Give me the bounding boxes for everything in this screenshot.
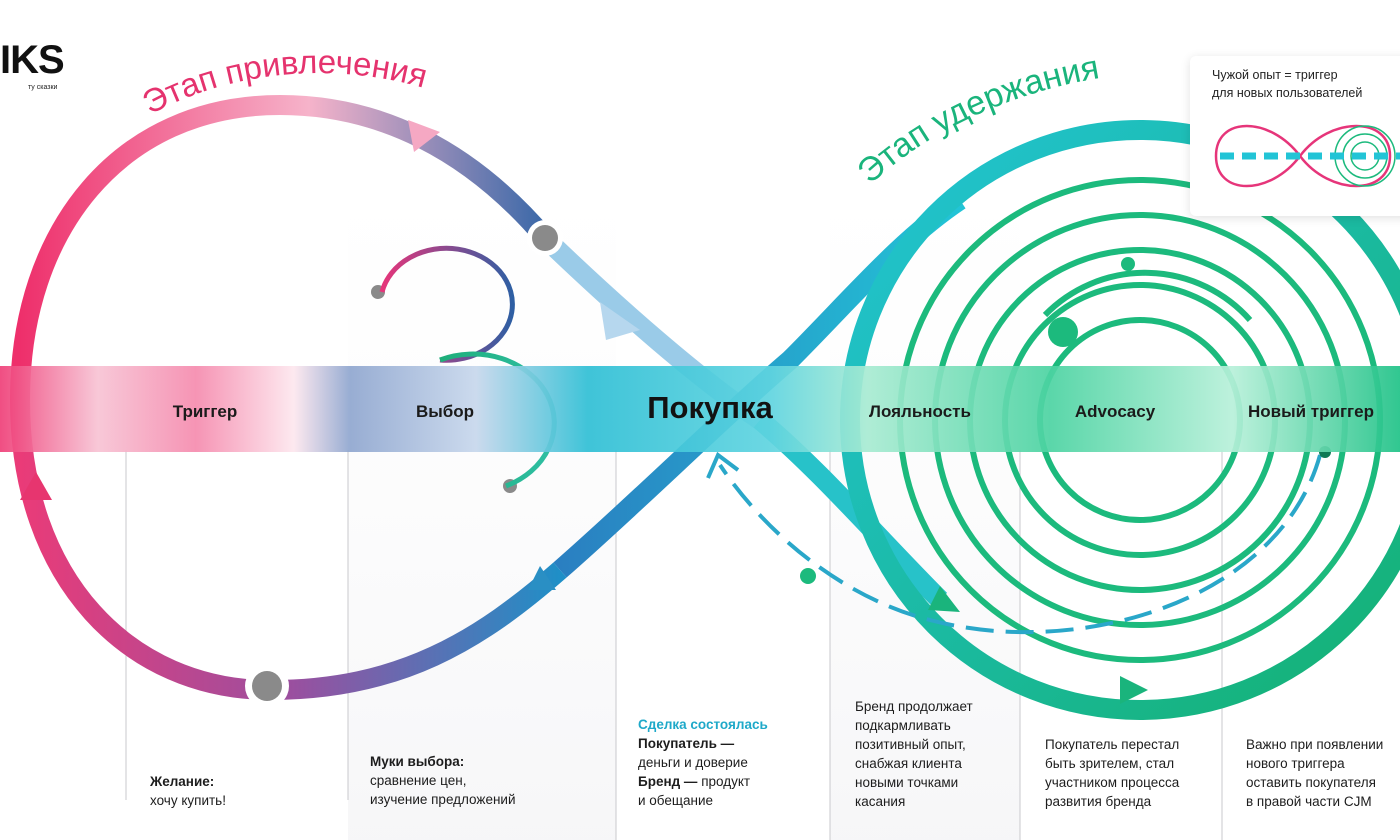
desc-advocacy: Покупатель перестал быть зрителем, стал …	[1045, 737, 1180, 809]
brand-logo: IKS	[0, 38, 65, 82]
inset-mini-infinity	[1214, 124, 1400, 188]
band-label-new-trigger: Новый триггер	[1248, 402, 1374, 421]
connector-dots	[245, 220, 1331, 708]
band-label-loyalty: Лояльность	[869, 402, 971, 421]
return-dashed-arrow	[706, 451, 1322, 635]
brand-tagline: ту сказки	[28, 84, 58, 91]
desc-choice: Муки выбора: сравнение цен, изучение пре…	[370, 754, 516, 807]
journey-band	[0, 366, 1400, 452]
band-label-purchase: Покупка	[647, 390, 773, 425]
band-label-advocacy: Advocacy	[1074, 402, 1156, 421]
band-label-choice: Выбор	[415, 402, 475, 421]
inset-card: Чужой опыт = триггер для новых пользоват…	[1190, 56, 1400, 216]
desc-trigger: Желание: хочу купить!	[150, 774, 226, 808]
flow-arrows	[20, 120, 1148, 704]
inset-caption: Чужой опыт = триггер для новых пользоват…	[1212, 68, 1363, 100]
desc-purchase: Сделка состоялась Покупатель — деньги и …	[638, 717, 768, 808]
desc-loyalty: Бренд продолжает подкармливать позитивны…	[855, 699, 973, 809]
desc-new-trigger: Важно при появлении нового триггера оста…	[1246, 737, 1384, 809]
band-label-trigger: Триггер	[172, 402, 238, 421]
